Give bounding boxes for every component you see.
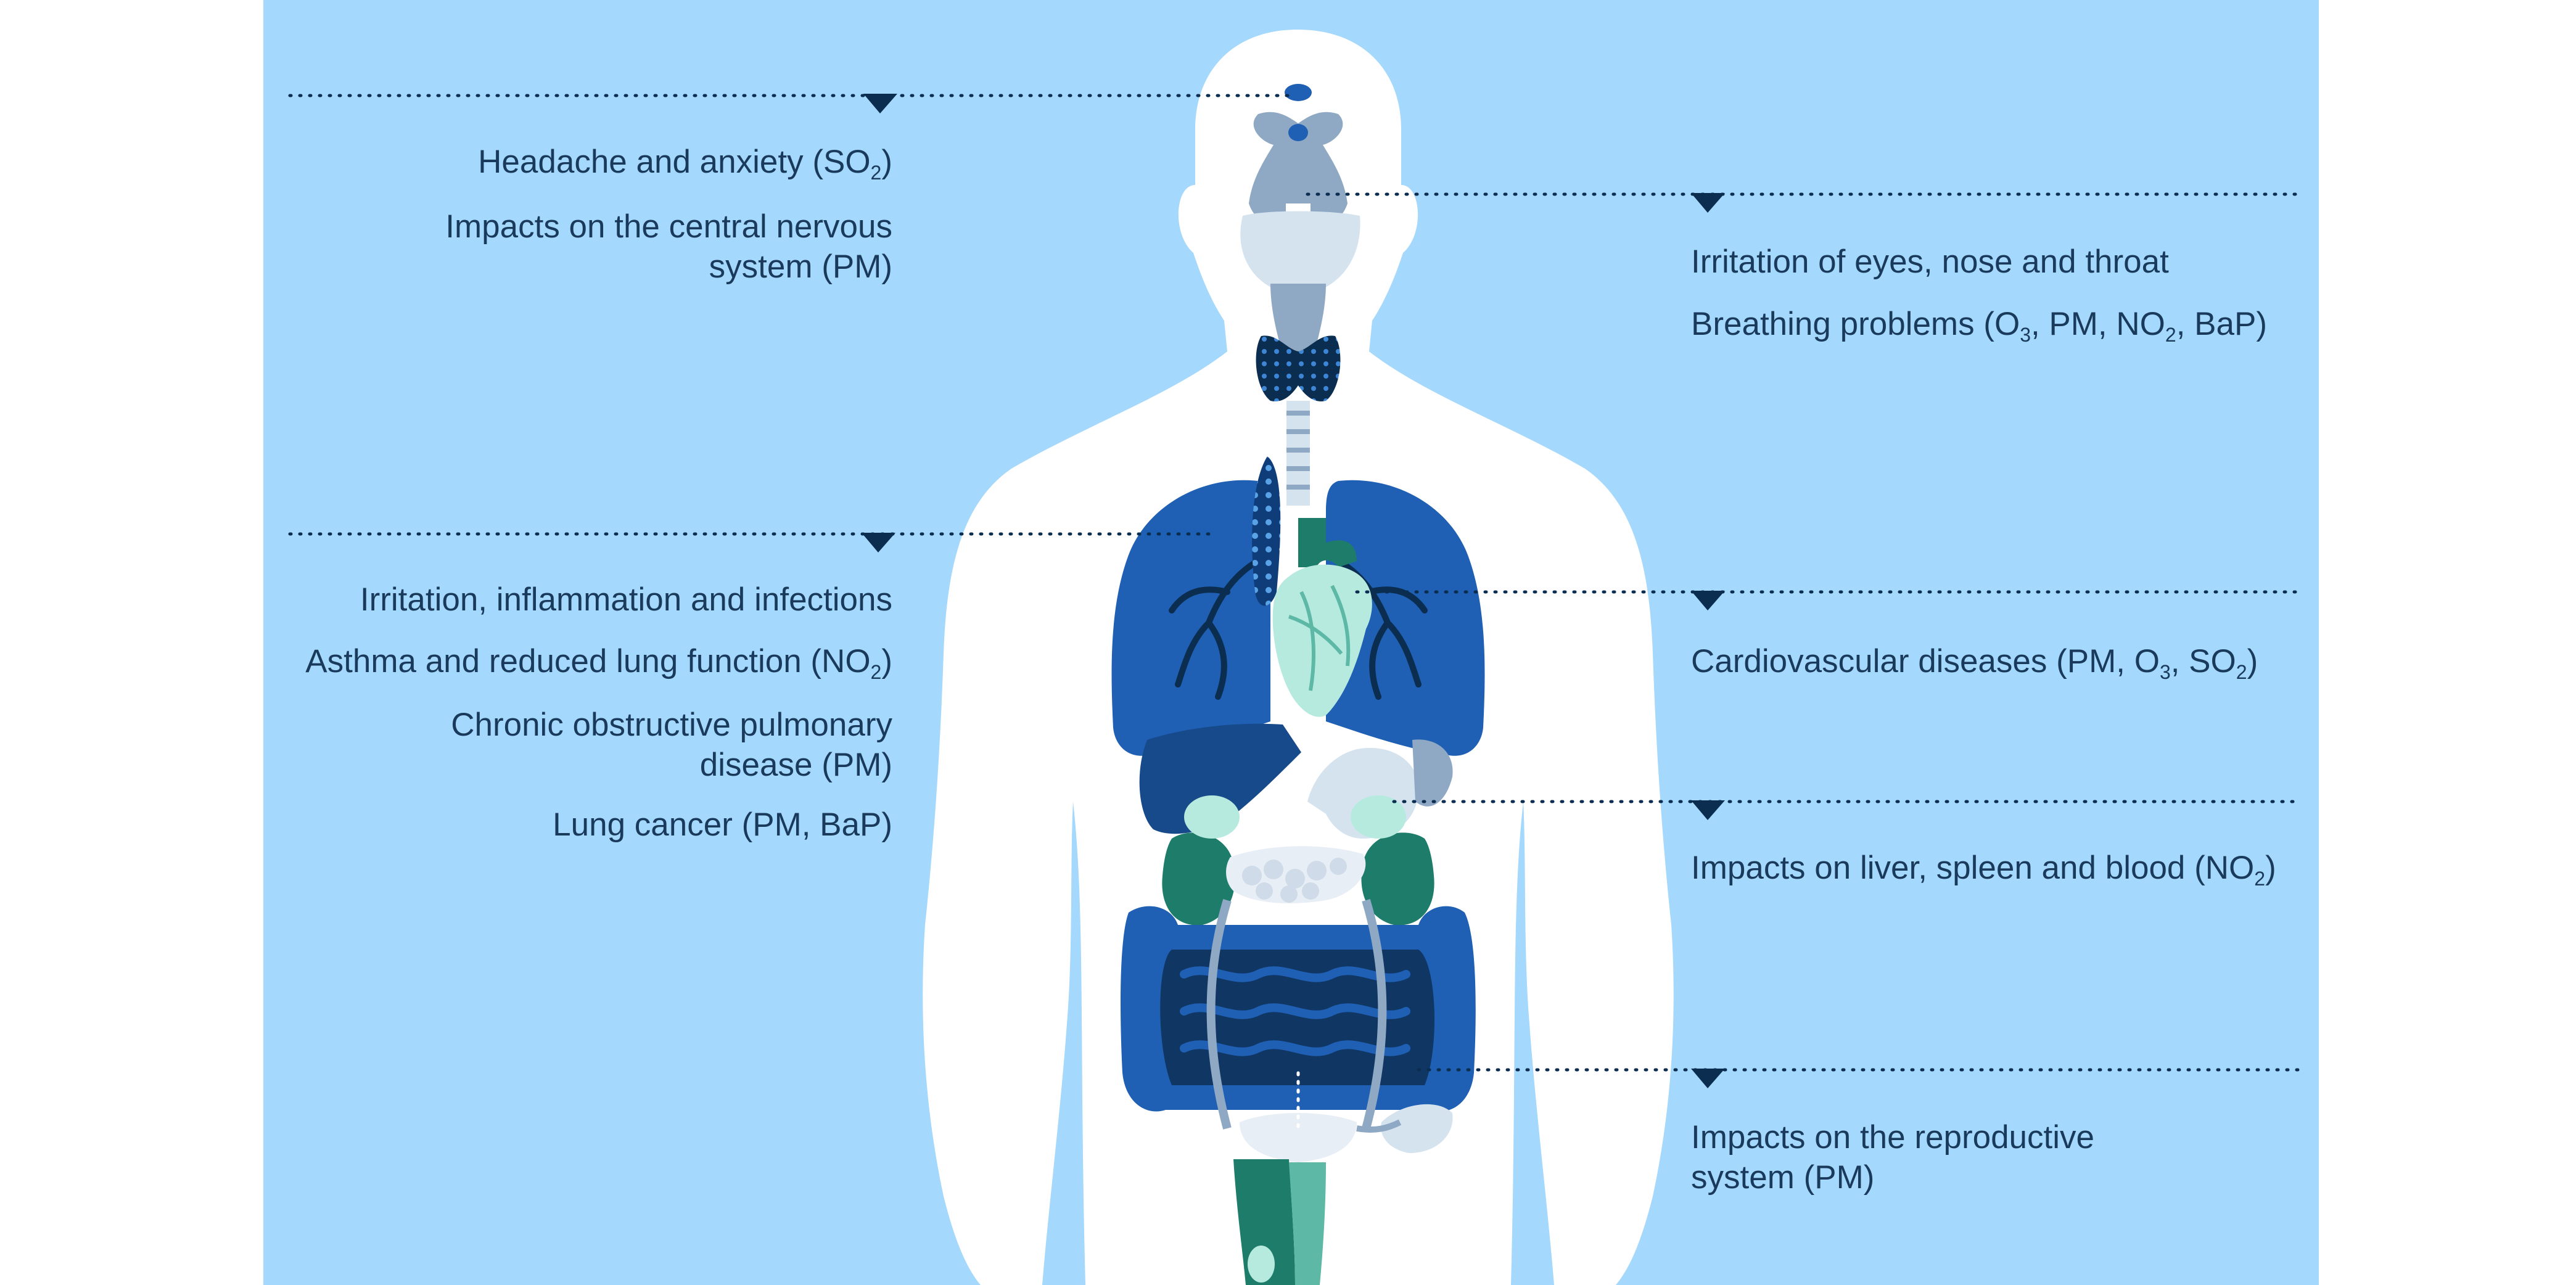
leader-lines	[288, 94, 2302, 1072]
spleen	[1412, 739, 1453, 807]
label-text: Irritation, inflammation and infections	[360, 581, 892, 618]
label-text: Irritation of eyes, nose and throat	[1691, 244, 2169, 280]
label-breathing-problems: Breathing problems (O3, PM, NO2, BaP)	[1691, 304, 2267, 347]
marker-brain	[863, 94, 897, 113]
label-line: Breathing problems (O3, PM, NO2, BaP)	[1691, 304, 2267, 347]
left-lung	[1111, 480, 1270, 756]
label-line: Irritation of eyes, nose and throat	[1691, 242, 2169, 282]
lymph-column	[1252, 456, 1281, 606]
label-text: )	[2247, 643, 2258, 679]
left-adrenal	[1184, 795, 1240, 839]
pineal-gland	[1285, 84, 1312, 101]
label-line: Irritation, inflammation and infections	[360, 580, 892, 620]
uterus	[1240, 1113, 1357, 1162]
subscript: 2	[2236, 661, 2247, 684]
label-line: Impacts on liver, spleen and blood (NO2)	[1691, 848, 2276, 890]
label-eye-irritation: Irritation of eyes, nose and throat	[1691, 242, 2169, 282]
ovary	[1381, 1104, 1453, 1153]
right-lung	[1326, 480, 1485, 756]
label-line: disease (PM)	[451, 745, 892, 785]
label-text: , PM, NO	[2030, 306, 2165, 342]
label-text: Impacts on the reproductive	[1691, 1119, 2095, 1156]
pituitary	[1288, 124, 1308, 141]
label-text: Lung cancer (PM, BaP)	[553, 807, 892, 843]
label-text: Asthma and reduced lung function (NO	[305, 643, 871, 679]
label-text: system (PM)	[709, 248, 892, 285]
marker-heart	[1691, 591, 1725, 610]
pancreas-texture	[1242, 858, 1347, 903]
label-line: system (PM)	[445, 247, 892, 287]
subscript: 2	[2165, 324, 2176, 347]
label-line: Chronic obstructive pulmonary	[451, 705, 892, 745]
label-text: disease (PM)	[699, 747, 892, 783]
marker-liver	[1691, 800, 1725, 820]
subscript: 2	[2254, 868, 2266, 890]
label-asthma: Asthma and reduced lung function (NO2)	[305, 641, 892, 684]
left-kidney	[1162, 832, 1235, 926]
subscript: 2	[870, 661, 882, 684]
thyroid	[1256, 335, 1341, 401]
label-line: Headache and anxiety (SO2)	[478, 142, 892, 184]
rectal-detail	[1248, 1246, 1275, 1283]
right-kidney	[1361, 832, 1434, 926]
label-copd: Chronic obstructive pulmonary disease (PM…	[451, 705, 892, 785]
rectum	[1233, 1159, 1295, 1285]
label-line: system (PM)	[1691, 1157, 2094, 1197]
marker-lungs	[862, 533, 895, 552]
label-text: Chronic obstructive pulmonary	[451, 707, 892, 743]
label-text: )	[881, 144, 892, 180]
label-line: Impacts on the reproductive	[1691, 1117, 2094, 1157]
subscript: 2	[870, 162, 882, 184]
label-irritation-inflammation: Irritation, inflammation and infections	[360, 580, 892, 620]
markers	[862, 94, 1725, 1088]
label-line: Lung cancer (PM, BaP)	[553, 805, 892, 845]
label-text: , BaP)	[2176, 306, 2267, 342]
marker-eyes	[1691, 193, 1725, 213]
label-lung-cancer: Lung cancer (PM, BaP)	[553, 805, 892, 845]
trachea	[1286, 401, 1310, 506]
subscript: 3	[2159, 661, 2171, 684]
heart	[1272, 564, 1372, 717]
label-line: Asthma and reduced lung function (NO2)	[305, 641, 892, 684]
nasal-cavity	[1240, 211, 1360, 296]
label-cardiovascular: Cardiovascular diseases (PM, O3, SO2)	[1691, 641, 2258, 684]
label-headache: Headache and anxiety (SO2)	[478, 142, 892, 184]
label-text: Impacts on the central nervous	[445, 208, 892, 245]
subscript: 3	[2020, 324, 2031, 347]
aorta	[1298, 518, 1357, 567]
heart-vessels	[1288, 585, 1351, 691]
label-line: Impacts on the central nervous	[445, 207, 892, 247]
label-text: )	[2265, 850, 2276, 886]
label-text: Impacts on liver, spleen and blood (NO	[1691, 850, 2255, 886]
right-adrenal	[1351, 795, 1406, 839]
label-text: Headache and anxiety (SO	[478, 144, 871, 180]
vagina	[1289, 1162, 1326, 1285]
label-text: , SO	[2170, 643, 2236, 679]
brainstem	[1249, 112, 1348, 224]
intestine-folds	[1180, 966, 1410, 1056]
ureters	[1206, 898, 1387, 1130]
fallopian-tube	[1356, 1119, 1402, 1133]
label-text: system (PM)	[1691, 1159, 1875, 1196]
label-line: Cardiovascular diseases (PM, O3, SO2)	[1691, 641, 2258, 684]
marker-reproductive	[1691, 1069, 1725, 1088]
liver	[1139, 723, 1301, 834]
label-text: )	[881, 643, 892, 679]
label-text: Breathing problems (O	[1691, 306, 2020, 342]
label-liver-spleen-blood: Impacts on liver, spleen and blood (NO2)	[1691, 848, 2276, 890]
label-text: Cardiovascular diseases (PM, O	[1691, 643, 2160, 679]
